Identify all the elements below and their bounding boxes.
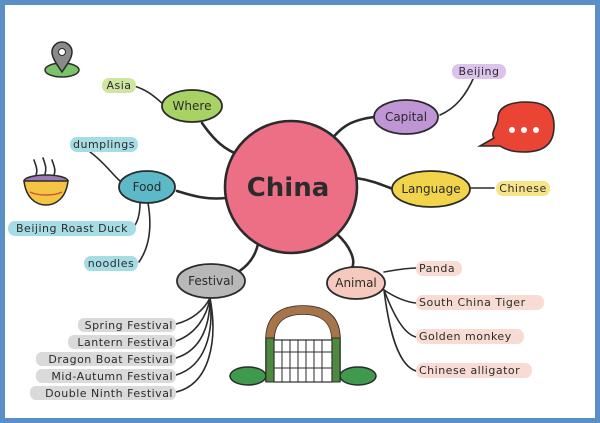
leaf-chinese: Chinese — [499, 182, 546, 195]
connector-capital — [329, 115, 376, 142]
leaf-south-china-tiger: South China Tiger — [419, 296, 526, 309]
connector-dumplings — [89, 151, 121, 182]
connector-beijing — [439, 76, 475, 116]
connector-spring-festival — [175, 297, 211, 325]
leaf-golden-monkey-bg — [416, 329, 524, 344]
leaf-noodles: noodles — [88, 257, 134, 270]
node-language: Language — [391, 170, 471, 208]
connector-language — [354, 176, 395, 191]
leaf-golden-monkey: Golden monkey — [419, 330, 512, 343]
node-food-label: Food — [133, 180, 162, 194]
leaf-beijing-bg — [452, 64, 506, 79]
node-capital: Capital — [373, 99, 439, 135]
leaf-mid-autumn-festival: Mid-Autumn Festival — [51, 370, 173, 383]
leaf-spring-festival-bg — [78, 318, 176, 332]
connector-panda — [383, 267, 417, 273]
node-language-label: Language — [401, 182, 460, 196]
connector-mid-autumn-festival — [175, 297, 212, 376]
leaf-double-ninth-festival-bg — [30, 386, 176, 400]
leaf-roast-duck: Beijing Roast Duck — [16, 222, 128, 235]
center-label: China — [247, 173, 330, 203]
connector-golden-monkey — [383, 289, 417, 338]
leaf-roast-duck-bg — [8, 221, 136, 236]
connector-noodles — [138, 202, 151, 263]
leaf-lantern-festival-bg — [68, 335, 176, 349]
connector-animal — [335, 232, 355, 270]
node-where-label: Where — [173, 99, 212, 113]
map-pin-icon — [44, 41, 80, 78]
node-capital-label: Capital — [385, 110, 427, 124]
leaf-mid-autumn-festival-bg — [36, 369, 176, 383]
leaf-beijing: Beijing — [459, 65, 500, 78]
leaf-chinese-alligator-bg — [416, 363, 532, 378]
leaf-asia: Asia — [106, 79, 131, 92]
gate-icon — [229, 305, 377, 386]
leaf-dragon-boat-festival: Dragon Boat Festival — [48, 353, 173, 366]
node-where: Where — [161, 89, 223, 123]
node-festival-label: Festival — [188, 274, 234, 288]
leaf-noodles-bg — [84, 256, 138, 271]
connector-lantern-festival — [175, 297, 211, 342]
leaf-asia-bg — [102, 78, 136, 93]
center-node — [223, 119, 359, 255]
leaf-chinese-alligator: Chinese alligator — [419, 364, 520, 377]
node-festival: Festival — [176, 263, 246, 299]
leaf-south-china-tiger-bg — [416, 295, 544, 310]
node-food: Food — [118, 170, 176, 204]
leaf-lantern-festival: Lantern Festival — [77, 336, 173, 349]
connector-asia — [133, 85, 164, 105]
connector-chinese-alligator — [383, 289, 417, 372]
leaf-dumplings: dumplings — [73, 138, 135, 151]
leaf-chinese-bg — [496, 181, 550, 196]
leaf-panda: Panda — [419, 262, 455, 275]
connector-food — [175, 189, 228, 200]
leaf-double-ninth-festival: Double Ninth Festival — [45, 387, 173, 400]
connector-double-ninth-festival — [175, 297, 214, 393]
leaf-dumplings-bg — [70, 137, 138, 152]
mind-map: China Where Capital Food Language Festiv… — [8, 41, 555, 400]
speech-bubble-icon — [476, 101, 555, 153]
food-bowl-icon — [23, 157, 69, 206]
leaf-spring-festival: Spring Festival — [85, 319, 173, 332]
connector-south-china-tiger — [383, 289, 417, 304]
node-animal: Animal — [326, 266, 386, 300]
connector-dragon-boat-festival — [175, 297, 211, 359]
node-animal-label: Animal — [335, 276, 377, 290]
leaf-panda-bg — [416, 261, 462, 276]
leaf-dragon-boat-festival-bg — [36, 352, 176, 366]
